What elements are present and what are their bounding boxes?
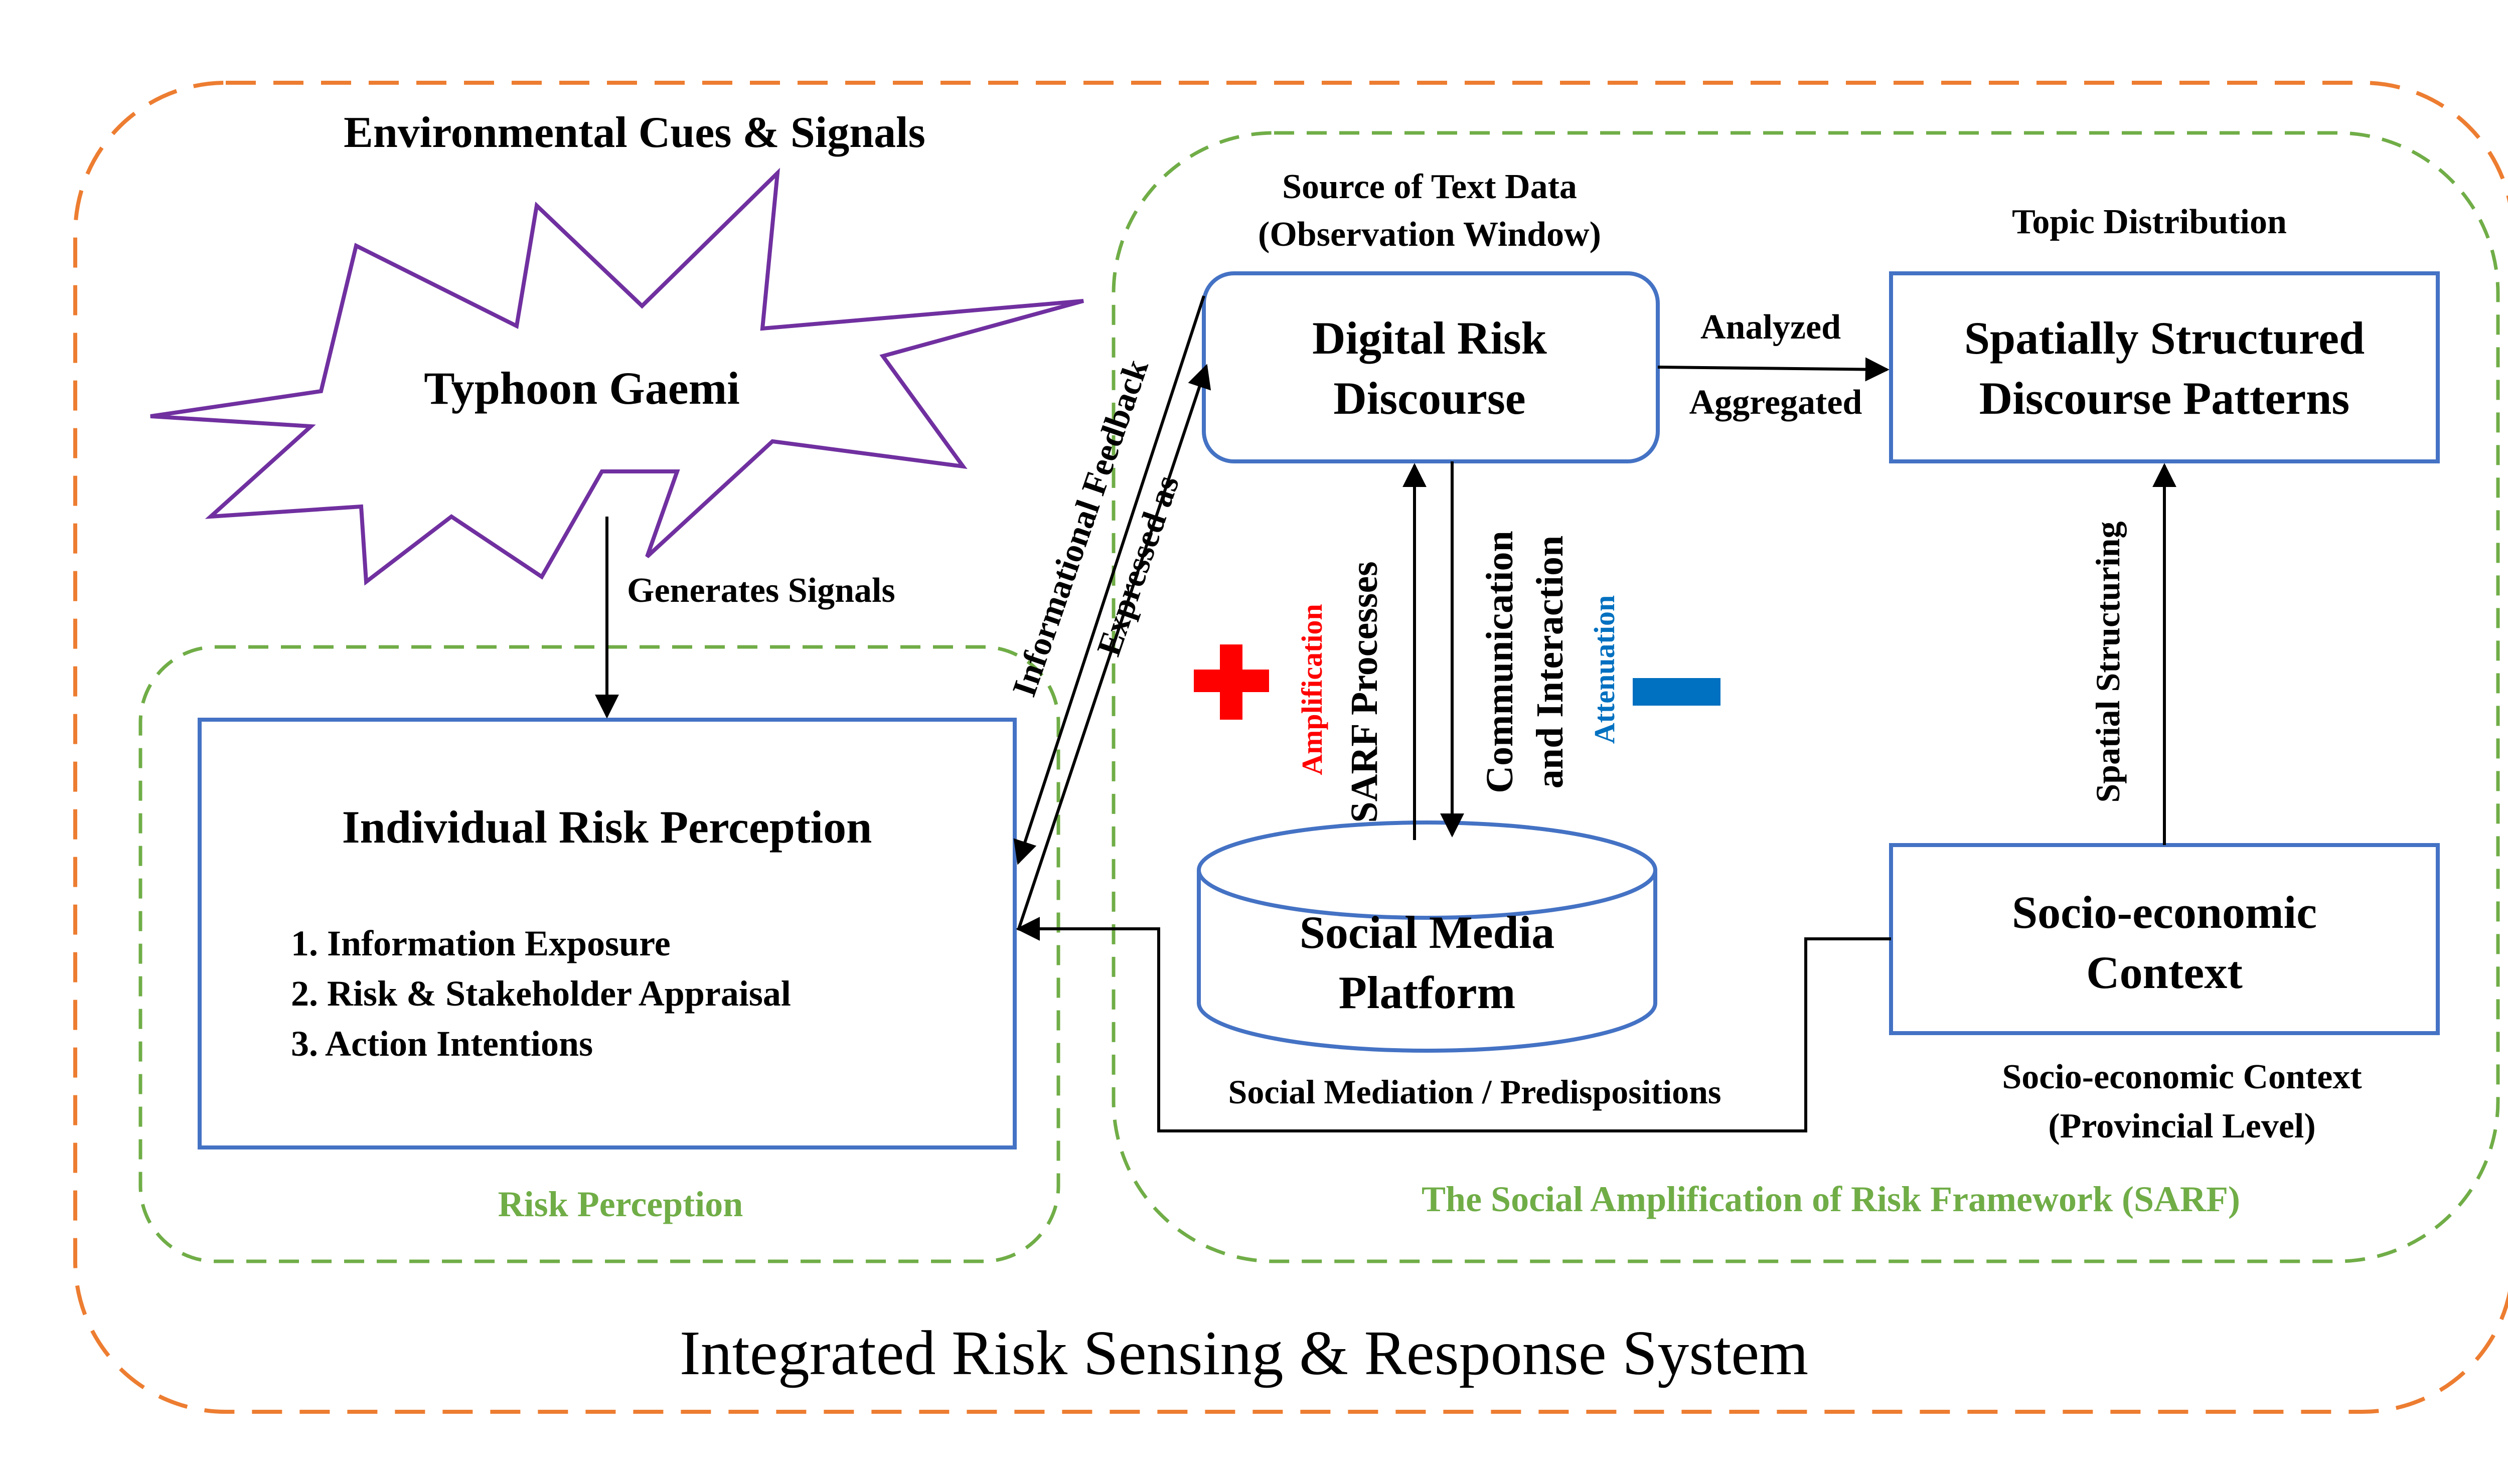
social-mediation-arrow <box>1016 917 1891 1132</box>
digital-title-line2: Discourse <box>1333 373 1525 424</box>
spatial-patterns-box <box>1889 271 2440 463</box>
analyzed-arrow <box>1657 357 1890 382</box>
communication-label-line2: and Interaction <box>1529 536 1571 789</box>
sarf-processes-label: SARF Processes <box>1343 561 1385 822</box>
aggregated-label: Aggregated <box>1689 383 1862 422</box>
amplification-label: Amplification <box>1296 604 1328 775</box>
system-label: Integrated Risk Sensing & Response Syste… <box>680 1318 1808 1388</box>
individual-item-3: 3. Action Intentions <box>291 1024 593 1064</box>
feedback-arrow <box>1013 295 1205 865</box>
socio-caption-line1: Socio-economic Context <box>2002 1058 2362 1096</box>
spatial-title-line1: Spatially Structured <box>1964 312 2365 364</box>
social-mediation-label: Social Mediation / Predispositions <box>1228 1073 1721 1111</box>
socio-title-line1: Socio-economic <box>2012 887 2317 938</box>
spatial-title-line2: Discourse Patterns <box>1979 373 2349 424</box>
digital-risk-discourse-box <box>1202 271 1660 463</box>
typhoon-starburst <box>150 168 1084 586</box>
digital-caption-line2: (Observation Window) <box>1258 215 1601 254</box>
socio-economic-box <box>1889 843 2440 1035</box>
typhoon-label: Typhoon Gaemi <box>424 363 740 414</box>
amplification-plus-icon <box>1194 644 1269 720</box>
social-media-title-line1: Social Media <box>1300 907 1555 958</box>
environment-label: Environmental Cues & Signals <box>344 108 925 157</box>
individual-title: Individual Risk Perception <box>342 801 872 853</box>
analyzed-label: Analyzed <box>1700 308 1841 347</box>
social-media-cylinder <box>1197 820 1657 1053</box>
social-media-title-line2: Platform <box>1339 967 1516 1018</box>
risk-perception-group <box>138 645 1060 1263</box>
risk-perception-group-label: Risk Perception <box>498 1184 743 1224</box>
digital-caption-line1: Source of Text Data <box>1282 168 1577 206</box>
generates-signals-label: Generates Signals <box>627 571 895 610</box>
individual-item-2: 2. Risk & Stakeholder Appraisal <box>291 973 791 1014</box>
attenuation-label: Attenuation <box>1588 595 1621 744</box>
digital-title-line1: Digital Risk <box>1312 312 1547 364</box>
attenuation-minus-icon <box>1633 678 1720 706</box>
spatial-structuring-label: Spatial Structuring <box>2089 521 2127 802</box>
sarf-group <box>1112 131 2500 1263</box>
socio-title-line2: Context <box>2086 947 2243 998</box>
topic-distribution-label: Topic Distribution <box>2012 203 2287 241</box>
expressed-as-arrow <box>1017 364 1211 931</box>
individual-risk-perception-box <box>198 718 1017 1149</box>
outer-system-boundary <box>73 81 2508 1414</box>
communication-label-line1: Communication <box>1479 531 1521 793</box>
sarf-group-label: The Social Amplification of Risk Framewo… <box>1422 1179 2240 1219</box>
individual-item-1: 1. Information Exposure <box>291 923 671 963</box>
socio-caption-line2: (Provincial Level) <box>2048 1107 2315 1145</box>
